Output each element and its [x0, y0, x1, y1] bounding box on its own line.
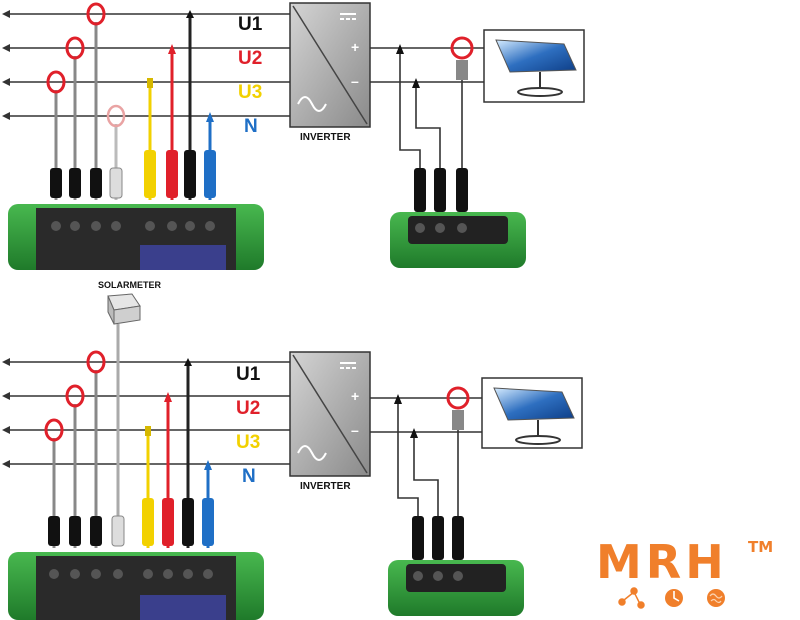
line-arrows — [2, 10, 10, 120]
phase-label-n: N — [242, 466, 256, 487]
solar-panel-bottom — [481, 377, 583, 449]
phase-label-u3: U3 — [236, 432, 260, 453]
inverter-minus: – — [351, 73, 359, 89]
phase-label-u3: U3 — [238, 82, 262, 103]
dc-instrument-top — [390, 168, 526, 268]
dc-clamp-bottom — [446, 386, 470, 410]
solar-panel-top — [483, 29, 585, 103]
inverter-label-bottom: INVERTER — [300, 481, 351, 492]
phase-label-u2: U2 — [236, 398, 260, 419]
mrh-logo: MRH TM — [596, 535, 773, 609]
dc-instrument-bottom — [388, 516, 524, 616]
inverter-minus: – — [351, 422, 359, 438]
dc-lines-bottom — [370, 397, 484, 548]
main-instrument-bottom — [8, 552, 264, 620]
phase-label-u1: U1 — [236, 364, 261, 385]
probe-heads — [48, 498, 214, 547]
main-instrument-top — [8, 204, 264, 270]
solarmeter-sensor — [107, 293, 141, 540]
inverter-top: + – — [289, 2, 371, 128]
dc-lines-top — [370, 47, 484, 200]
dc-clamp-top — [450, 36, 474, 60]
phase-label-u1: U1 — [238, 14, 263, 35]
solarmeter-label: SOLARMETER — [98, 280, 162, 290]
clock-icon — [665, 589, 683, 607]
top-diagram: U1 U2 U3 N — [2, 2, 585, 270]
line-arrows — [2, 358, 10, 468]
probe-heads — [50, 150, 216, 199]
inverter-bottom: + – — [289, 351, 371, 477]
inverter-label-top: INVERTER — [300, 132, 351, 143]
logo-tm: TM — [748, 538, 773, 556]
inverter-plus: + — [351, 388, 359, 404]
phase-label-n: N — [244, 116, 258, 137]
inverter-plus: + — [351, 39, 359, 55]
voltage-probes — [145, 358, 212, 548]
molecule-icon — [618, 587, 645, 609]
logo-text: MRH — [596, 535, 728, 589]
brain-icon — [707, 589, 725, 607]
current-clamps — [46, 2, 126, 200]
bottom-diagram: U1 U2 U3 N SOLARMETER — [2, 280, 583, 620]
phase-label-u2: U2 — [238, 48, 262, 69]
voltage-probes — [147, 10, 214, 200]
